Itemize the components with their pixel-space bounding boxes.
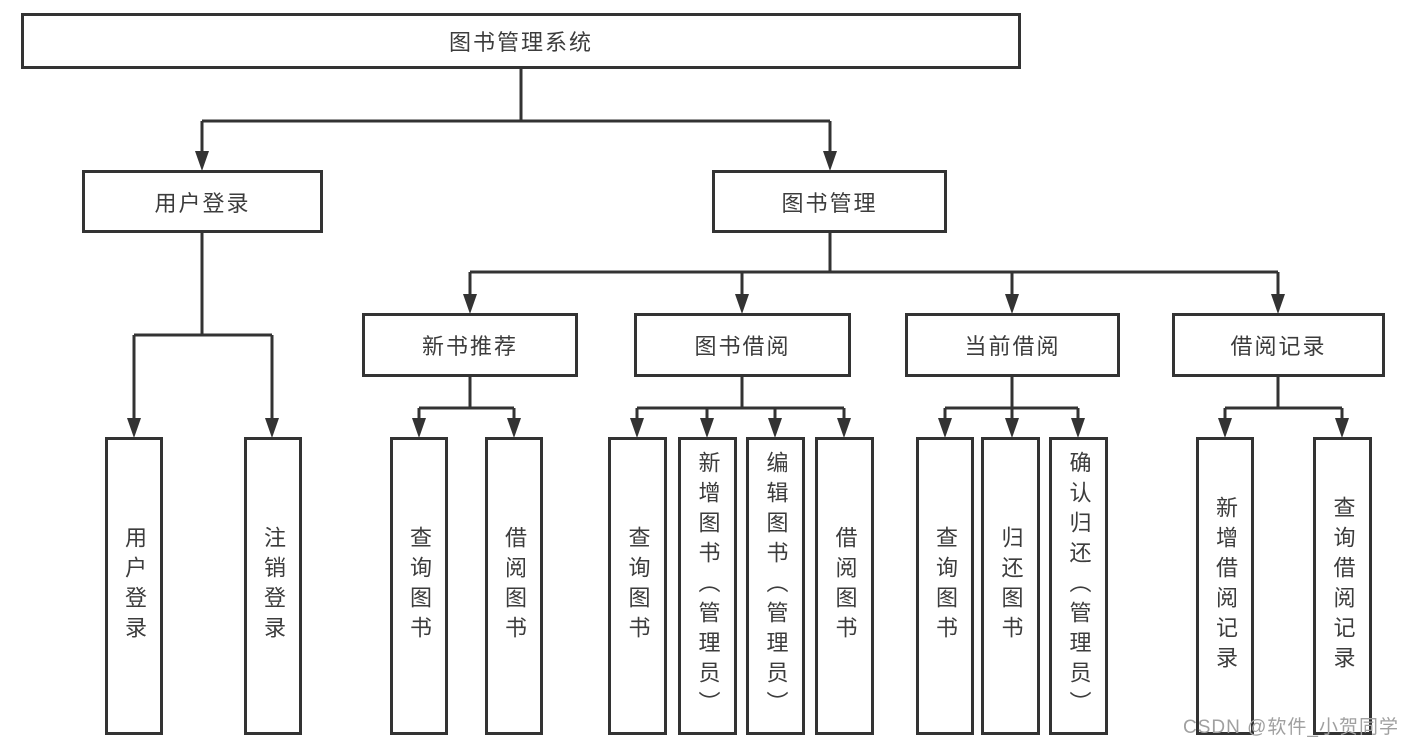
node-new-book-recommend: 新书推荐 [362,313,578,377]
node-book-management-label: 图书管理 [781,190,878,216]
connector-book-management [463,233,1285,314]
node-leaf-query-books-recommend-label: 查询图书 [407,526,432,646]
node-leaf-add-borrow-record: 新增借阅记录 [1196,437,1254,735]
node-new-book-recommend-label: 新书推荐 [421,334,518,359]
node-leaf-query-books-recommend: 查询图书 [390,437,448,735]
node-leaf-return-book: 归还图书 [981,437,1040,735]
connector-current-borrowing [938,377,1085,438]
node-book-management: 图书管理 [712,170,947,233]
node-leaf-borrow-books-recommend-label: 借阅图书 [502,526,527,646]
node-leaf-user-login-label: 用户登录 [122,526,147,646]
node-leaf-borrow-books-recommend: 借阅图书 [485,437,543,735]
node-book-borrowing: 图书借阅 [634,313,851,377]
node-leaf-add-book-admin-label: 新增图书（管理员） [695,451,721,721]
node-leaf-confirm-return-admin-label: 确认归还（管理员） [1066,451,1092,721]
node-leaf-add-book-admin: 新增图书（管理员） [678,437,737,735]
node-root: 图书管理系统 [21,13,1021,69]
node-leaf-logout: 注销登录 [244,437,302,735]
node-leaf-query-borrow-record-label: 查询借阅记录 [1330,496,1356,676]
node-book-borrowing-label: 图书借阅 [694,334,791,359]
node-current-borrowing: 当前借阅 [905,313,1120,377]
connector-book-borrowing [630,377,851,438]
node-leaf-logout-label: 注销登录 [261,526,286,646]
node-leaf-query-books-borrowing-label: 查询图书 [625,526,651,646]
node-leaf-borrow-books-borrowing: 借阅图书 [815,437,874,735]
node-leaf-query-borrow-record: 查询借阅记录 [1313,437,1372,735]
node-leaf-return-book-label: 归还图书 [998,526,1024,646]
node-borrowing-records: 借阅记录 [1172,313,1385,377]
node-current-borrowing-label: 当前借阅 [964,334,1061,359]
connector-user-login [127,233,279,438]
node-leaf-query-books-borrowing: 查询图书 [608,437,667,735]
node-leaf-borrow-books-borrowing-label: 借阅图书 [832,526,858,646]
csdn-watermark: CSDN @软件_小贺同学 [1183,717,1399,738]
connector-root-to-level2 [195,69,837,171]
connector-borrowing-records [1218,377,1349,438]
node-user-login: 用户登录 [82,170,323,233]
node-leaf-query-books-current-label: 查询图书 [933,526,958,646]
node-leaf-add-borrow-record-label: 新增借阅记录 [1213,496,1238,676]
node-leaf-confirm-return-admin: 确认归还（管理员） [1049,437,1108,735]
node-leaf-user-login: 用户登录 [105,437,163,735]
node-root-label: 图书管理系统 [448,30,593,55]
node-user-login-label: 用户登录 [154,190,251,216]
node-borrowing-records-label: 借阅记录 [1230,334,1327,359]
node-leaf-query-books-current: 查询图书 [916,437,974,735]
node-leaf-edit-book-admin-label: 编辑图书（管理员） [763,451,789,721]
node-leaf-edit-book-admin: 编辑图书（管理员） [746,437,805,735]
connector-new-book-recommend [412,377,521,438]
